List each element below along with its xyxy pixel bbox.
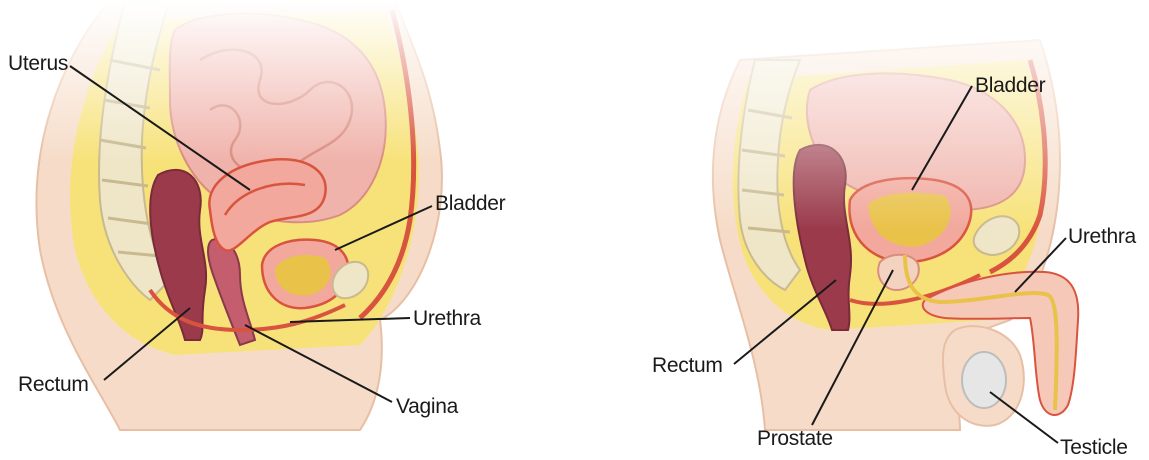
uterus-label: Uterus bbox=[8, 52, 68, 75]
male-bladder-label: Bladder bbox=[975, 74, 1046, 97]
male-rectum-label: Rectum bbox=[652, 354, 723, 377]
female-rectum-label: Rectum bbox=[18, 373, 89, 396]
male-urethra-label: Urethra bbox=[1068, 225, 1137, 248]
female-urethra-label: Urethra bbox=[413, 307, 482, 330]
female-bladder-label: Bladder bbox=[435, 192, 506, 215]
testicle-label: Testicle bbox=[1060, 436, 1128, 459]
vagina-label: Vagina bbox=[396, 395, 459, 418]
prostate-label: Prostate bbox=[757, 427, 833, 450]
